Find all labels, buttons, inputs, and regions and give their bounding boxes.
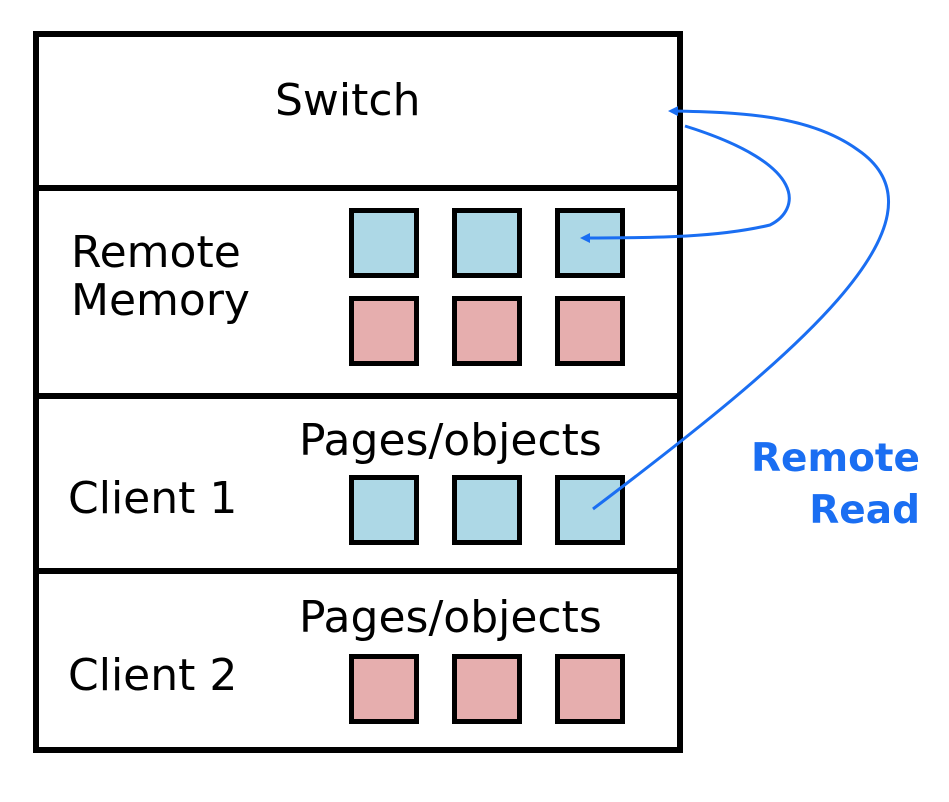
remote-memory-layer: Remote Memory xyxy=(33,185,683,399)
client-2-label: Client 2 xyxy=(68,650,238,701)
client-1-block-1 xyxy=(349,475,419,545)
client-2-caption: Pages/objects xyxy=(299,592,602,643)
remote-memory-block-red-2 xyxy=(452,296,522,366)
client-1-block-3 xyxy=(555,475,625,545)
remote-memory-block-red-1 xyxy=(349,296,419,366)
remote-memory-label: Remote Memory xyxy=(71,227,250,326)
client-2-layer: Pages/objects Client 2 xyxy=(33,568,683,753)
switch-layer: Switch xyxy=(33,31,683,191)
client-2-block-2 xyxy=(452,654,522,724)
client-2-block-3 xyxy=(555,654,625,724)
switch-label: Switch xyxy=(275,75,421,126)
remote-memory-block-red-3 xyxy=(555,296,625,366)
remote-memory-block-blue-1 xyxy=(349,208,419,278)
remote-memory-block-blue-3 xyxy=(555,208,625,278)
client-1-label: Client 1 xyxy=(68,473,238,524)
client-1-block-2 xyxy=(452,475,522,545)
client-1-caption: Pages/objects xyxy=(299,415,602,466)
client-2-block-1 xyxy=(349,654,419,724)
remote-read-annotation: Remote Read xyxy=(750,436,920,533)
response-arrow-switch-to-memory xyxy=(580,124,791,243)
request-arrow-client-to-switch xyxy=(592,106,891,511)
remote-memory-block-blue-2 xyxy=(452,208,522,278)
client-1-layer: Pages/objects Client 1 xyxy=(33,393,683,574)
